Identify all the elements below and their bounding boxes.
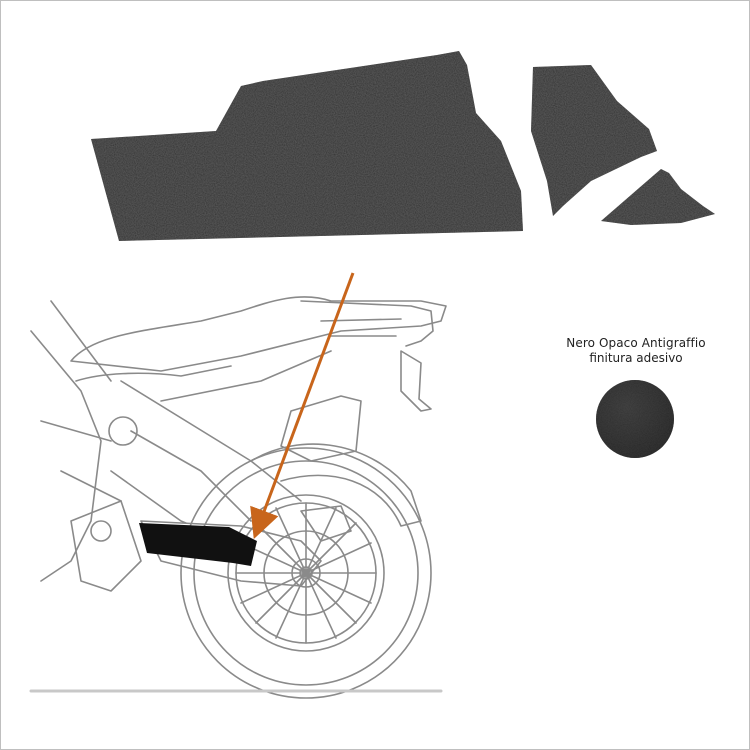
applied-pad-on-swingarm bbox=[139, 523, 257, 566]
finish-subtitle: finitura adesivo bbox=[589, 351, 683, 365]
finish-name: Nero Opaco Antigraffio bbox=[566, 336, 706, 350]
pointer-arrow bbox=[250, 272, 355, 540]
finish-color-swatch bbox=[596, 380, 674, 458]
small-pad-piece bbox=[601, 169, 715, 225]
large-pad-piece bbox=[91, 51, 523, 241]
motorcycle-sketch bbox=[29, 296, 447, 699]
finish-label-block: Nero Opaco Antigraffio finitura adesivo bbox=[561, 336, 711, 366]
middle-pad-piece bbox=[531, 65, 657, 216]
